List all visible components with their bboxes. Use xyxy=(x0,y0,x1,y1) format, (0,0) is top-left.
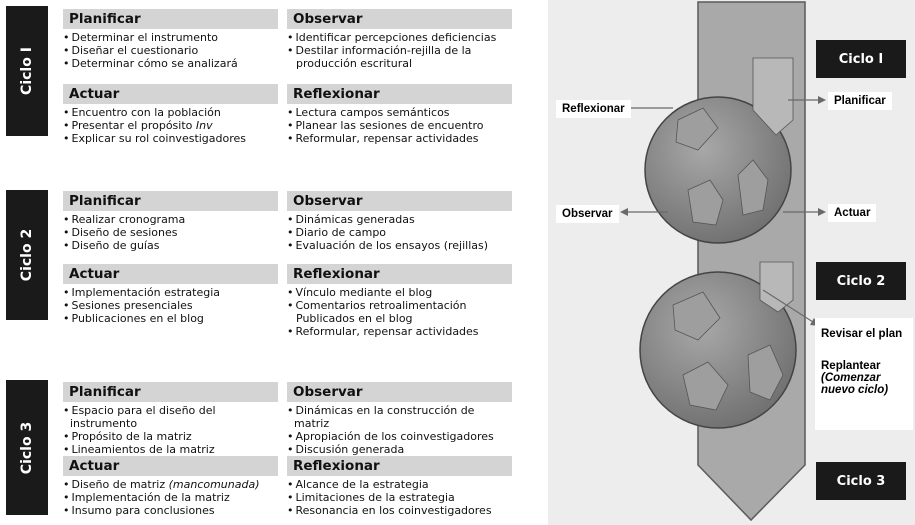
diagram-ciclo-2-label: Ciclo 2 xyxy=(836,273,886,289)
cycle-1-observar: Observar Identificar percepciones defici… xyxy=(287,9,512,70)
cycle-3-reflexionar-title: Reflexionar xyxy=(287,456,512,476)
list-item: Implementación estrategia xyxy=(63,286,278,299)
list-item: Implementación de la matriz xyxy=(63,491,278,504)
diagram-ciclo-2-box: Ciclo 2 xyxy=(816,262,906,300)
list-item: Discusión generada xyxy=(287,443,512,456)
list-item: Propósito de la matriz xyxy=(63,430,278,443)
diagram-replantear-label: Replantear xyxy=(821,360,881,372)
list-item: Diseñar el cuestionario xyxy=(63,44,278,57)
list-item-text: Presentar el propósito xyxy=(71,119,193,132)
cycle-2-planificar: Planificar Realizar cronograma Diseño de… xyxy=(63,191,278,252)
diagram-observar-label: Observar xyxy=(556,205,619,223)
cycle-3-planificar-title: Planificar xyxy=(63,382,278,402)
diagram-ciclo-1-box: Ciclo I xyxy=(816,40,906,78)
cycle-2-planificar-title: Planificar xyxy=(63,191,278,211)
list-item: Evaluación de los ensayos (rejillas) xyxy=(287,239,512,252)
list-item: Dinámicas generadas xyxy=(287,213,512,226)
diagram-revisar-label: Revisar el plan xyxy=(821,328,903,340)
list-item: Determinar cómo se analizará xyxy=(63,57,278,70)
diagram-ciclo-3-label: Ciclo 3 xyxy=(836,473,886,489)
list-item: Lineamientos de la matriz xyxy=(63,443,278,456)
list-item: Insumo para conclusiones xyxy=(63,504,278,517)
diagram-comenzar-line-1: (Comenzar xyxy=(821,372,881,384)
arrow-to-observar-head xyxy=(620,208,628,216)
list-item: Diseño de guías xyxy=(63,239,278,252)
globe-1-continent xyxy=(737,159,769,216)
list-item: Explicar su rol coinvestigadores xyxy=(63,132,278,145)
cycle-1-reflexionar-title: Reflexionar xyxy=(287,84,512,104)
globe-2-pennant xyxy=(759,261,794,313)
cycle-1-tab-label: Ciclo I xyxy=(19,47,35,95)
list-item: Limitaciones de la estrategia xyxy=(287,491,512,504)
list-item-italic: Inv xyxy=(195,119,213,132)
arrow-to-planificar-head xyxy=(818,96,826,104)
list-item: Publicaciones en el blog xyxy=(63,312,278,325)
list-item-text: Diseño de matriz xyxy=(71,478,166,491)
cycle-3-actuar-title: Actuar xyxy=(63,456,278,476)
cycle-3-observar: Observar Dinámicas en la construcción de… xyxy=(287,382,512,456)
cycle-3-observar-title: Observar xyxy=(287,382,512,402)
list-item: Dinámicas en la construcción de matriz xyxy=(287,404,512,430)
globe-2-continent xyxy=(672,291,721,341)
diagram-ciclo-3-box: Ciclo 3 xyxy=(816,462,906,500)
cycle-2-actuar: Actuar Implementación estrategia Sesione… xyxy=(63,264,278,325)
cycle-2-reflexionar: Reflexionar Vínculo mediante el blog Com… xyxy=(287,264,512,338)
cycle-3-planificar: Planificar Espacio para el diseño del in… xyxy=(63,382,278,456)
list-item: Encuentro con la población xyxy=(63,106,278,119)
list-item: Reformular, repensar actividades xyxy=(287,325,512,338)
cycle-2-reflexionar-title: Reflexionar xyxy=(287,264,512,284)
list-item: Alcance de la estrategia xyxy=(287,478,512,491)
list-item-italic: (mancomunada) xyxy=(168,478,260,491)
cycle-2-actuar-title: Actuar xyxy=(63,264,278,284)
diagram-revisar-box: Revisar el plan Replantear (Comenzar nue… xyxy=(815,318,913,430)
list-item: Reformular, repensar actividades xyxy=(287,132,512,145)
list-item: producción escritural xyxy=(296,57,413,70)
list-item: Lectura campos semánticos xyxy=(287,106,512,119)
list-item: Sesiones presenciales xyxy=(63,299,278,312)
cycle-1-reflexionar: Reflexionar Lectura campos semánticos Pl… xyxy=(287,84,512,145)
list-item: Apropiación de los coinvestigadores xyxy=(287,430,512,443)
globe-2-continent xyxy=(747,344,784,401)
globe-1-continent xyxy=(675,107,719,151)
list-item: Realizar cronograma xyxy=(63,213,278,226)
globe-1-pennant xyxy=(752,57,794,136)
list-item: Diseño de sesiones xyxy=(63,226,278,239)
list-item: Comentarios retroalimentación xyxy=(287,299,512,312)
cycle-1-observar-title: Observar xyxy=(287,9,512,29)
cycle-diagram-graphic xyxy=(620,1,826,522)
cycle-2-tab: Ciclo 2 xyxy=(6,190,48,320)
diagram-comenzar-line-2: nuevo ciclo) xyxy=(821,384,889,396)
cycle-3-reflexionar: Reflexionar Alcance de la estrategia Lim… xyxy=(287,456,512,517)
list-item: Planear las sesiones de encuentro xyxy=(287,119,512,132)
list-item: Destilar información-rejilla de la xyxy=(287,44,512,57)
diagram-actuar-label: Actuar xyxy=(828,204,877,222)
globe-1-continent xyxy=(687,179,724,226)
cycle-1-actuar-title: Actuar xyxy=(63,84,278,104)
cycle-1-planificar: Planificar Determinar el instrumento Dis… xyxy=(63,9,278,70)
cycle-2-observar: Observar Dinámicas generadas Diario de c… xyxy=(287,191,512,252)
list-item: Vínculo mediante el blog xyxy=(287,286,512,299)
list-item: Publicados en el blog xyxy=(296,312,413,325)
arrow-to-actuar-head xyxy=(818,208,826,216)
cycle-3-actuar: Actuar Diseño de matriz (mancomunada) Im… xyxy=(63,456,278,517)
arrow-to-revisar xyxy=(762,289,814,323)
list-item: Espacio para el diseño del instrumento xyxy=(63,404,278,430)
diagram-ciclo-1-label: Ciclo I xyxy=(838,51,884,67)
list-item: Determinar el instrumento xyxy=(63,31,278,44)
cycle-3-tab-label: Ciclo 3 xyxy=(19,421,35,474)
cycle-1-tab: Ciclo I xyxy=(6,6,48,136)
list-item: Presentar el propósito Inv xyxy=(63,119,278,132)
cycle-1-actuar: Actuar Encuentro con la población Presen… xyxy=(63,84,278,145)
cycle-3-tab: Ciclo 3 xyxy=(6,380,48,515)
diagram-reflexionar-label: Reflexionar xyxy=(556,100,631,118)
globe-2-continent xyxy=(682,361,729,411)
list-item: Diario de campo xyxy=(287,226,512,239)
list-item: Resonancia en los coinvestigadores xyxy=(287,504,512,517)
cycle-2-observar-title: Observar xyxy=(287,191,512,211)
cycle-2-tab-label: Ciclo 2 xyxy=(19,228,35,282)
diagram-planificar-label: Planificar xyxy=(828,92,892,110)
list-item: Identificar percepciones deficiencias xyxy=(287,31,512,44)
cycle-1-planificar-title: Planificar xyxy=(63,9,278,29)
list-item: Diseño de matriz (mancomunada) xyxy=(63,478,278,491)
